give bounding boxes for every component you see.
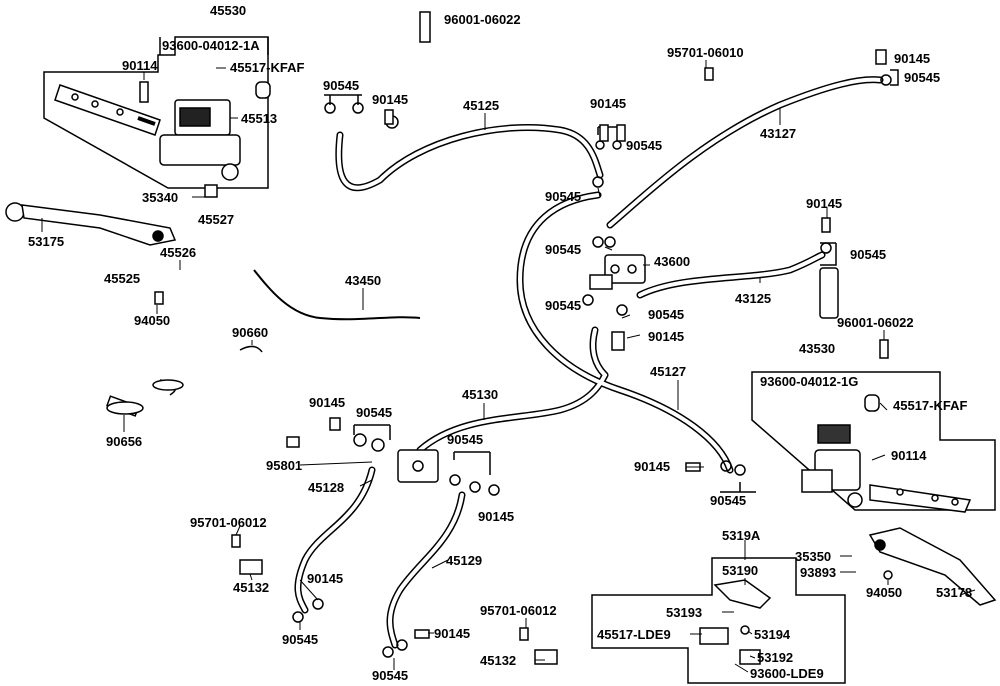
label-45129: 45129 <box>446 553 482 568</box>
label-45517-lde9: 45517-LDE9 <box>597 627 671 642</box>
label-90656: 90656 <box>106 434 142 449</box>
label-90545-tl: 90545 <box>323 78 359 93</box>
label-94050-r: 94050 <box>866 585 902 600</box>
label-90545-c: 90545 <box>626 138 662 153</box>
label-53192: 53192 <box>757 650 793 665</box>
caliper-block <box>397 449 439 483</box>
cable-43450 <box>253 269 421 321</box>
label-45132-b: 45132 <box>480 653 516 668</box>
group-outline-5319A <box>591 557 846 684</box>
label-43127: 43127 <box>760 126 796 141</box>
label-90545-tr: 90545 <box>904 70 940 85</box>
label-90545-r: 90545 <box>850 247 886 262</box>
group-outline-43530 <box>751 371 996 511</box>
label-45526: 45526 <box>160 245 196 260</box>
label-93893: 93893 <box>800 565 836 580</box>
master-cylinder-left <box>54 84 241 181</box>
label-53175: 53175 <box>28 234 64 249</box>
label-90545-c3: 90545 <box>545 242 581 257</box>
hose-45129 <box>386 491 466 649</box>
label-95701-06012-b: 95701-06012 <box>480 603 557 618</box>
label-90114: 90114 <box>122 58 158 73</box>
label-45525: 45525 <box>104 271 140 286</box>
group-outline-45530 <box>43 36 269 189</box>
label-90545-c2: 90545 <box>545 189 581 204</box>
label-90145-tl: 90145 <box>372 92 408 107</box>
label-90145-l: 90145 <box>309 395 345 410</box>
label-90545-m2: 90545 <box>648 307 684 322</box>
label-93600-04012-1A: 93600-04012-1A <box>162 38 260 53</box>
label-45517-kfaf-r: 45517-KFAF <box>893 398 967 413</box>
label-93600-04012-1G: 93600-04012-1G <box>760 374 858 389</box>
label-94050: 94050 <box>134 313 170 328</box>
label-95801: 95801 <box>266 458 302 473</box>
label-53178: 53178 <box>936 585 972 600</box>
label-93600-lde9: 93600-LDE9 <box>750 666 824 681</box>
label-96001-06022-top: 96001-06022 <box>444 12 521 27</box>
lever-53175 <box>5 202 177 246</box>
label-90145-r: 90145 <box>806 196 842 211</box>
label-95701-06010: 95701-06010 <box>667 45 744 60</box>
label-43600: 43600 <box>654 254 690 269</box>
label-45132-l: 45132 <box>233 580 269 595</box>
label-45527: 45527 <box>198 212 234 227</box>
master-cylinder-right <box>801 424 972 513</box>
label-5319A: 5319A <box>722 528 761 543</box>
part-labels: 45530 93600-04012-1A 90114 45517-KFAF 45… <box>28 3 972 683</box>
label-90145-m: 90145 <box>648 329 684 344</box>
label-53193: 53193 <box>666 605 702 620</box>
label-90545-l3: 90545 <box>282 632 318 647</box>
label-90545-l2: 90545 <box>447 432 483 447</box>
label-45130: 45130 <box>462 387 498 402</box>
label-53194: 53194 <box>754 627 791 642</box>
label-90114-r: 90114 <box>891 448 927 463</box>
label-45513: 45513 <box>241 111 277 126</box>
label-96001-06022-r: 96001-06022 <box>837 315 914 330</box>
label-90545-b2: 90545 <box>372 668 408 683</box>
lever-53178 <box>868 527 997 606</box>
label-90145-b1: 90145 <box>634 459 670 474</box>
label-43125: 43125 <box>735 291 771 306</box>
label-90545-m1: 90545 <box>545 298 581 313</box>
label-90145-l3: 90145 <box>307 571 343 586</box>
label-45125: 45125 <box>463 98 499 113</box>
label-90145-b2: 90145 <box>434 626 470 641</box>
label-90545-l: 90545 <box>356 405 392 420</box>
label-90145-c: 90145 <box>590 96 626 111</box>
label-45530: 45530 <box>210 3 246 18</box>
label-90545-b1: 90545 <box>710 493 746 508</box>
label-95701-06012-l: 95701-06012 <box>190 515 267 530</box>
small-part-group <box>106 81 880 665</box>
label-90660: 90660 <box>232 325 268 340</box>
label-43450: 43450 <box>345 273 381 288</box>
label-35340: 35340 <box>142 190 178 205</box>
label-90145-l2: 90145 <box>478 509 514 524</box>
label-53190: 53190 <box>722 563 758 578</box>
label-45127: 45127 <box>650 364 686 379</box>
label-90145-tr: 90145 <box>894 51 930 66</box>
junction-block-43600 <box>589 254 646 290</box>
label-45128: 45128 <box>308 480 344 495</box>
label-43530: 43530 <box>799 341 835 356</box>
label-45517-kfaf: 45517-KFAF <box>230 60 304 75</box>
label-35350: 35350 <box>795 549 831 564</box>
